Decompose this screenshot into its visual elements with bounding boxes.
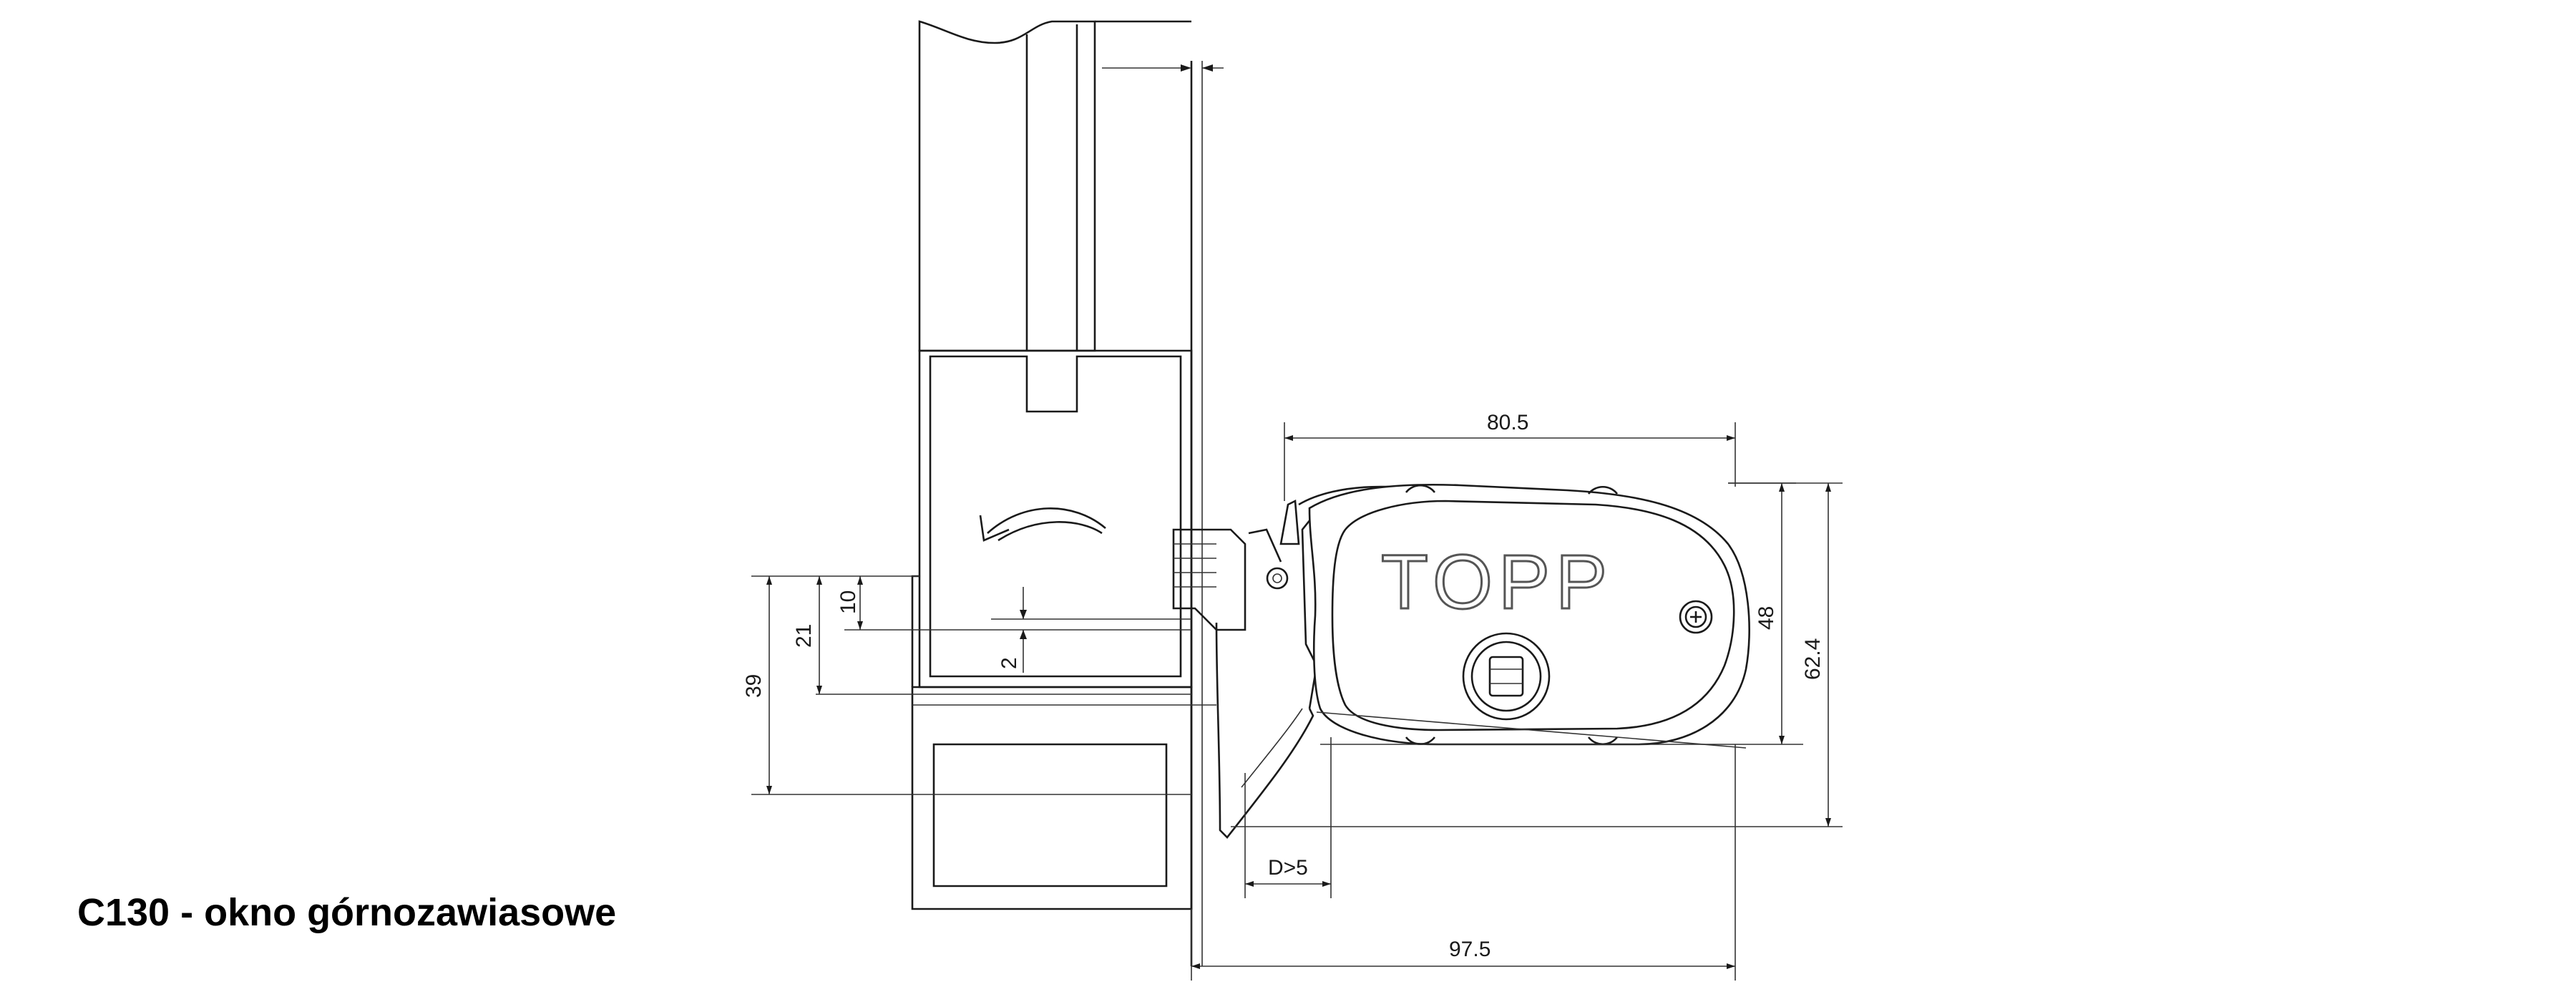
dim-10: 10 bbox=[836, 590, 860, 614]
hinge-mechanism bbox=[1172, 485, 1431, 839]
brand-logo: TOPP bbox=[1381, 538, 1613, 625]
dimensions: 80.5 48 62.4 97.5 D>5 10 21 bbox=[742, 64, 1843, 981]
dim-48: 48 bbox=[1755, 606, 1778, 630]
dim-21: 21 bbox=[792, 624, 816, 648]
window-frame-profile bbox=[911, 20, 1216, 966]
dim-d-greater-5: D>5 bbox=[1268, 856, 1308, 880]
dim-62-4: 62.4 bbox=[1801, 638, 1825, 680]
screw-icon bbox=[1679, 600, 1713, 634]
page-title: C130 - okno górnozawiasowe bbox=[77, 891, 616, 934]
sensor-window-icon bbox=[1462, 632, 1551, 721]
dim-39: 39 bbox=[742, 674, 766, 698]
actuator-body: TOPP bbox=[1308, 483, 1750, 749]
dim-2: 2 bbox=[997, 657, 1021, 669]
dim-80-5: 80.5 bbox=[1487, 411, 1528, 434]
rotation-arrow-icon bbox=[987, 507, 1106, 534]
dim-97-5: 97.5 bbox=[1449, 938, 1491, 961]
